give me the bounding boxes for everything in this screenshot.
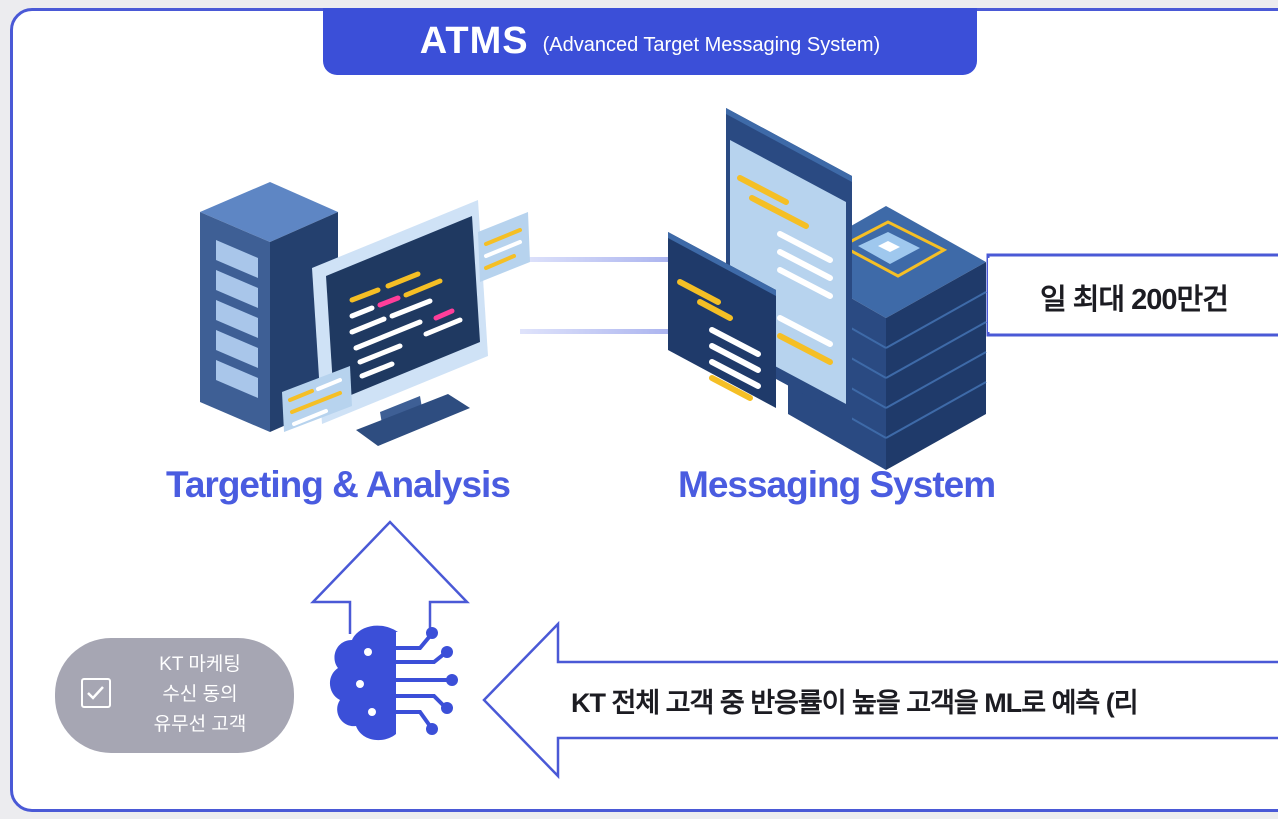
consent-text: KT 마케팅 수신 동의 유무선 고객: [125, 650, 275, 740]
messaging-server-icon: [668, 108, 987, 470]
throughput-label: 일 최대 200만건: [1040, 284, 1229, 316]
ml-arrow: [482, 620, 1278, 780]
ml-prediction-label: KT 전체 고객 중 반응률이 높을 고객을 ML로 예측 (리: [571, 688, 1139, 718]
title-tab: ATMS (Advanced Target Messaging System): [323, 8, 977, 75]
consent-pill: KT 마케팅 수신 동의 유무선 고객: [55, 638, 294, 753]
connector-lines: [520, 257, 680, 334]
server-computer-icon: [200, 182, 530, 446]
ml-brain-icon: [329, 625, 458, 741]
messaging-label: Messaging System: [678, 464, 996, 505]
throughput-arrow: [986, 253, 1278, 337]
title-subtitle: (Advanced Target Messaging System): [542, 34, 881, 56]
checkbox-checked-icon: [81, 678, 111, 708]
title-main: ATMS: [419, 20, 529, 62]
consent-line: 유무선 고객: [153, 714, 247, 735]
targeting-label: Targeting & Analysis: [166, 464, 511, 505]
consent-line: KT 마케팅: [159, 654, 241, 675]
consent-line: 수신 동의: [162, 684, 238, 705]
up-arrow: [310, 520, 470, 644]
